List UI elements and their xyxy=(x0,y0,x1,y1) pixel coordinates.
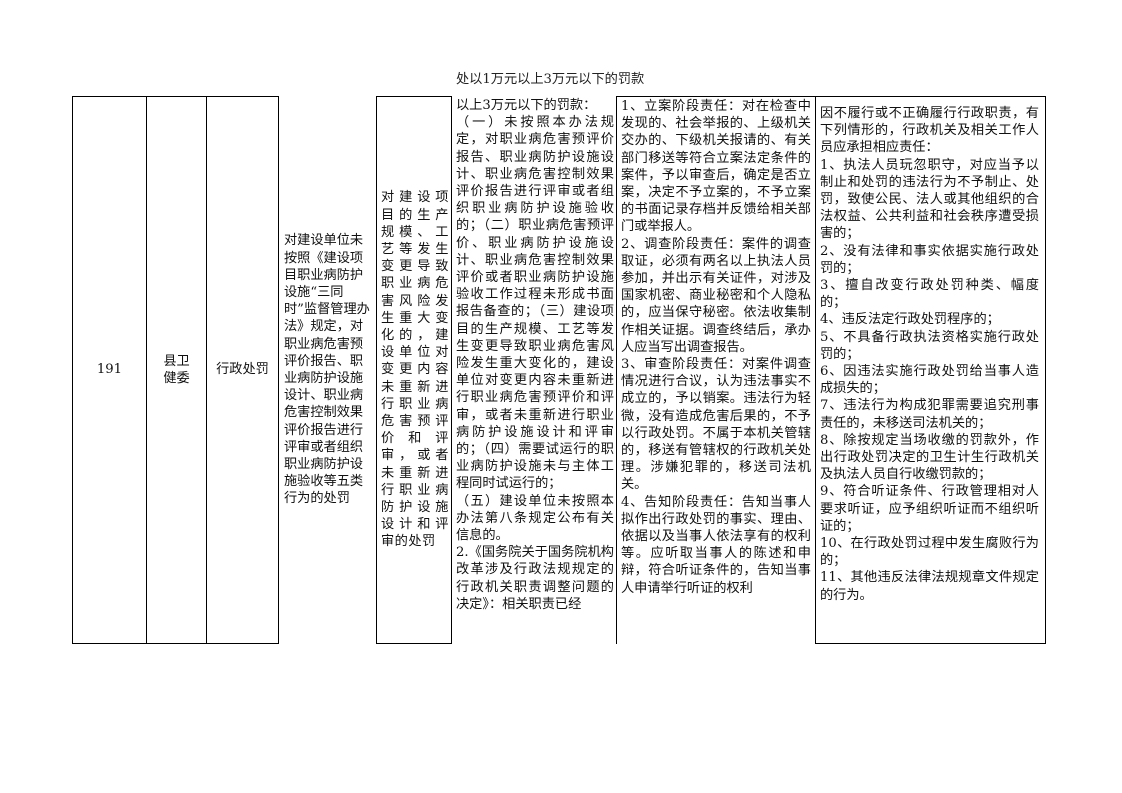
basis-text: 以上3万元以下的罚款： （一）未按照本办法规定，对职业病危害预评价报告、职业病防… xyxy=(456,98,614,612)
basis-top-cut: 处以1万元以上3万元以下的罚款 xyxy=(456,72,645,87)
department: 县卫健委 xyxy=(163,353,190,386)
department-cell: 县卫健委 xyxy=(146,96,206,644)
sub-item-cell: 对建设项目的生产规模、工艺等发生变更导致职业病危害风险发生重大变化的，建设单位对… xyxy=(376,96,452,644)
accountability-cell: 因不履行或不正确履行行政职责，有下列情形的，行政机关及相关工作人员应承担相应责任… xyxy=(816,96,1046,644)
row-number-cell: 191 xyxy=(72,96,146,644)
category-cell: 行政处罚 xyxy=(206,96,278,644)
category: 行政处罚 xyxy=(216,362,269,378)
responsibility-text: 1、立案阶段责任：对在检查中发现的、社会举报的、上级机关交办的、下级机关报请的、… xyxy=(621,99,811,596)
item-name-cell: 对建设单位未按照《建设项目职业病防护设施“三同时”监督管理办法》规定，对职业病危… xyxy=(278,96,376,644)
item-name: 对建设单位未按照《建设项目职业病防护设施“三同时”监督管理办法》规定，对职业病危… xyxy=(284,233,370,507)
row-number: 191 xyxy=(96,362,123,378)
responsibility-cell: 1、立案阶段责任：对在检查中发现的、社会举报的、上级机关交办的、下级机关报请的、… xyxy=(616,96,816,644)
sub-item: 对建设项目的生产规模、工艺等发生变更导致职业病危害风险发生重大变化的，建设单位对… xyxy=(381,190,449,550)
accountability-text: 因不履行或不正确履行行政职责，有下列情形的，行政机关及相关工作人员应承担相应责任… xyxy=(820,106,1039,603)
basis-cell: 处以1万元以上3万元以下的罚款 以上3万元以下的罚款： （一）未按照本办法规定，… xyxy=(452,72,644,644)
